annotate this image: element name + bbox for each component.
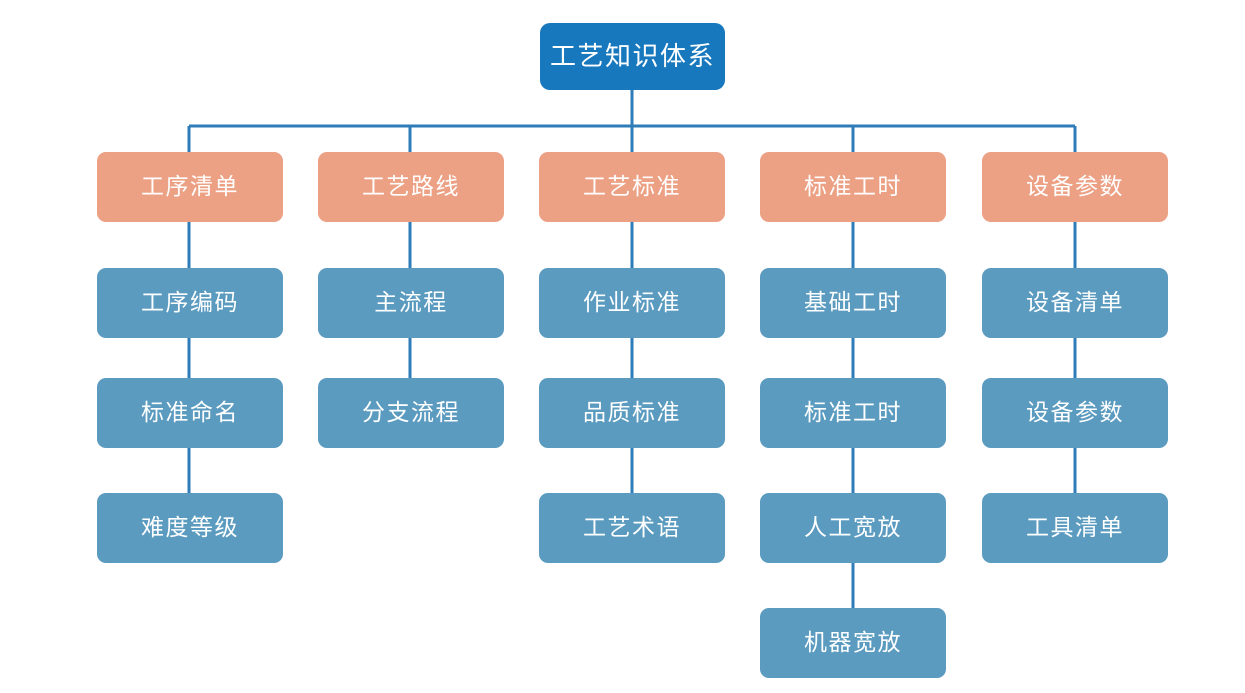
node-item-设备参数[interactable]: 设备参数 — [982, 378, 1168, 448]
node-item-品质标准[interactable]: 品质标准 — [539, 378, 725, 448]
node-label: 品质标准 — [583, 398, 681, 425]
node-item-分支流程[interactable]: 分支流程 — [318, 378, 504, 448]
node-root[interactable]: 工艺知识体系 — [540, 23, 725, 90]
node-category-工序清单[interactable]: 工序清单 — [97, 152, 283, 222]
node-item-作业标准[interactable]: 作业标准 — [539, 268, 725, 338]
node-label: 难度等级 — [141, 513, 239, 540]
node-label: 作业标准 — [583, 288, 681, 315]
node-item-标准命名[interactable]: 标准命名 — [97, 378, 283, 448]
node-category-标准工时[interactable]: 标准工时 — [760, 152, 946, 222]
node-label: 工艺标准 — [583, 172, 681, 199]
node-root-label: 工艺知识体系 — [549, 40, 715, 71]
node-label: 标准工时 — [804, 172, 902, 199]
node-label: 机器宽放 — [804, 628, 902, 655]
node-category-设备参数[interactable]: 设备参数 — [982, 152, 1168, 222]
node-label: 分支流程 — [362, 398, 460, 425]
node-category-工艺标准[interactable]: 工艺标准 — [539, 152, 725, 222]
node-item-设备清单[interactable]: 设备清单 — [982, 268, 1168, 338]
node-label: 主流程 — [374, 288, 448, 315]
node-category-工艺路线[interactable]: 工艺路线 — [318, 152, 504, 222]
node-label: 设备参数 — [1026, 398, 1124, 425]
node-label: 人工宽放 — [804, 513, 902, 540]
node-item-机器宽放[interactable]: 机器宽放 — [760, 608, 946, 678]
node-label: 工艺路线 — [362, 172, 460, 199]
node-item-工序编码[interactable]: 工序编码 — [97, 268, 283, 338]
node-item-难度等级[interactable]: 难度等级 — [97, 493, 283, 563]
node-label: 标准命名 — [141, 398, 239, 425]
node-label: 工序编码 — [141, 288, 239, 315]
node-item-主流程[interactable]: 主流程 — [318, 268, 504, 338]
node-label: 工具清单 — [1026, 513, 1124, 540]
node-label: 设备清单 — [1026, 288, 1124, 315]
node-item-标准工时[interactable]: 标准工时 — [760, 378, 946, 448]
node-label: 基础工时 — [804, 288, 902, 315]
node-item-人工宽放[interactable]: 人工宽放 — [760, 493, 946, 563]
node-item-工艺术语[interactable]: 工艺术语 — [539, 493, 725, 563]
node-label: 工序清单 — [141, 172, 239, 199]
node-item-基础工时[interactable]: 基础工时 — [760, 268, 946, 338]
node-label: 设备参数 — [1026, 172, 1124, 199]
node-label: 工艺术语 — [583, 513, 681, 540]
node-label: 标准工时 — [804, 398, 902, 425]
node-item-工具清单[interactable]: 工具清单 — [982, 493, 1168, 563]
